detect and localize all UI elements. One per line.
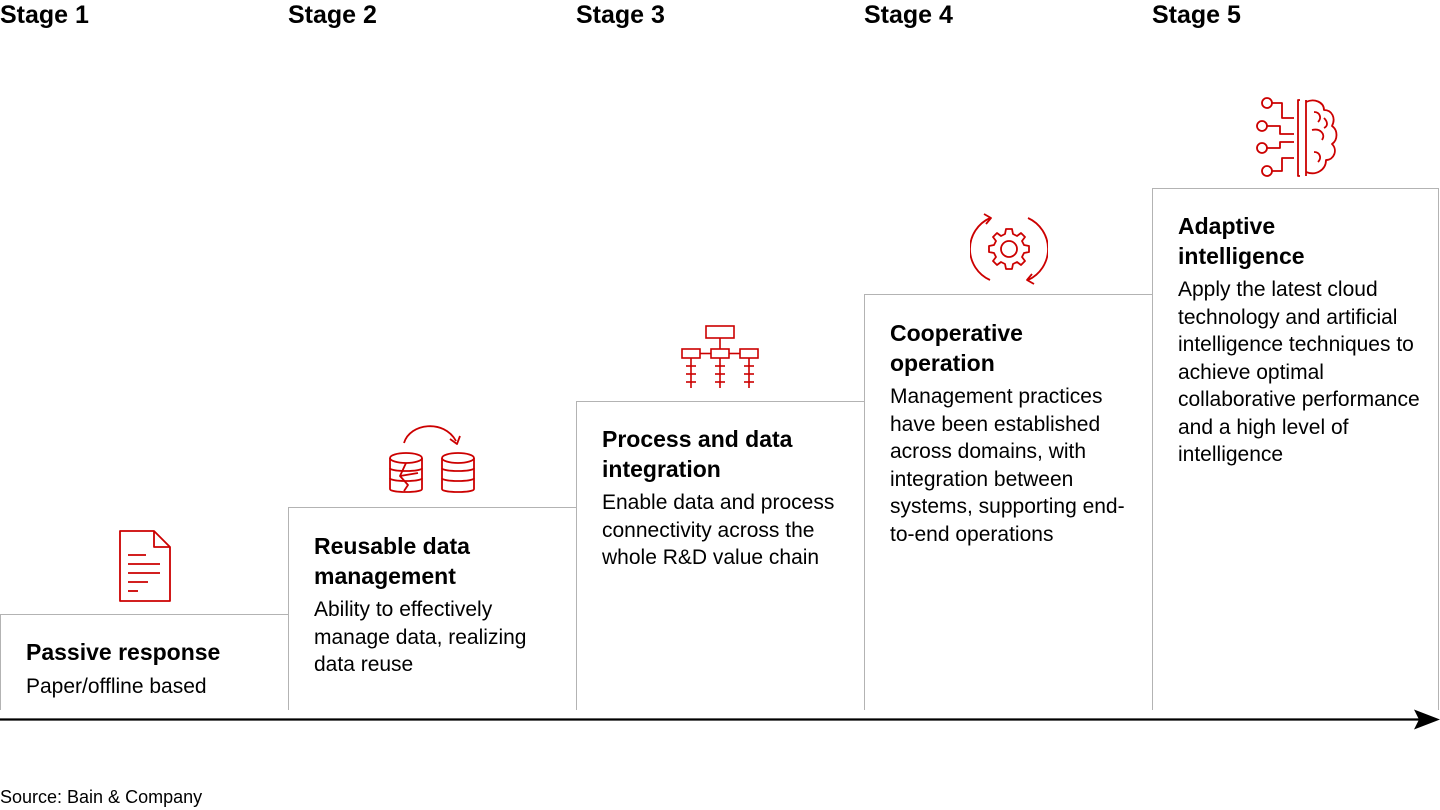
stage-3-title: Process and data integration [602, 426, 793, 482]
stage-1-label: Stage 1 [0, 1, 89, 29]
gear-cycle-icon [970, 213, 1048, 285]
stage-4-step [864, 294, 1152, 710]
document-icon [119, 530, 171, 602]
stage-4-title: Cooperative operation [890, 320, 1023, 376]
stage-3-label: Stage 3 [576, 1, 665, 29]
stage-2-title: Reusable data management [314, 533, 470, 589]
source-note: Source: Bain & Company [0, 787, 203, 807]
stage-4-description: Management practices have been establish… [890, 385, 1125, 546]
stage-1-title: Passive response [26, 639, 221, 665]
stage-5-description: Apply the latest cloud technology and ar… [1178, 278, 1420, 466]
stage-2-step [288, 507, 576, 710]
stage-2-description: Ability to effectively manage data, real… [314, 598, 527, 676]
stage-1-step [0, 614, 288, 710]
stage-1-description: Paper/offline based [26, 675, 207, 698]
stage-2-label: Stage 2 [288, 1, 377, 29]
stage-4-label: Stage 4 [864, 1, 953, 29]
ai-brain-icon [1256, 97, 1338, 177]
hierarchy-network-icon [681, 325, 759, 388]
stage-3-step [576, 401, 864, 710]
stage-5-title: Adaptive intelligence [1178, 213, 1305, 269]
database-reuse-icon [389, 425, 475, 493]
stage-3-description: Enable data and process connectivity acr… [602, 491, 835, 569]
stage-5-label: Stage 5 [1152, 1, 1241, 29]
stage-5-step [1152, 188, 1439, 710]
